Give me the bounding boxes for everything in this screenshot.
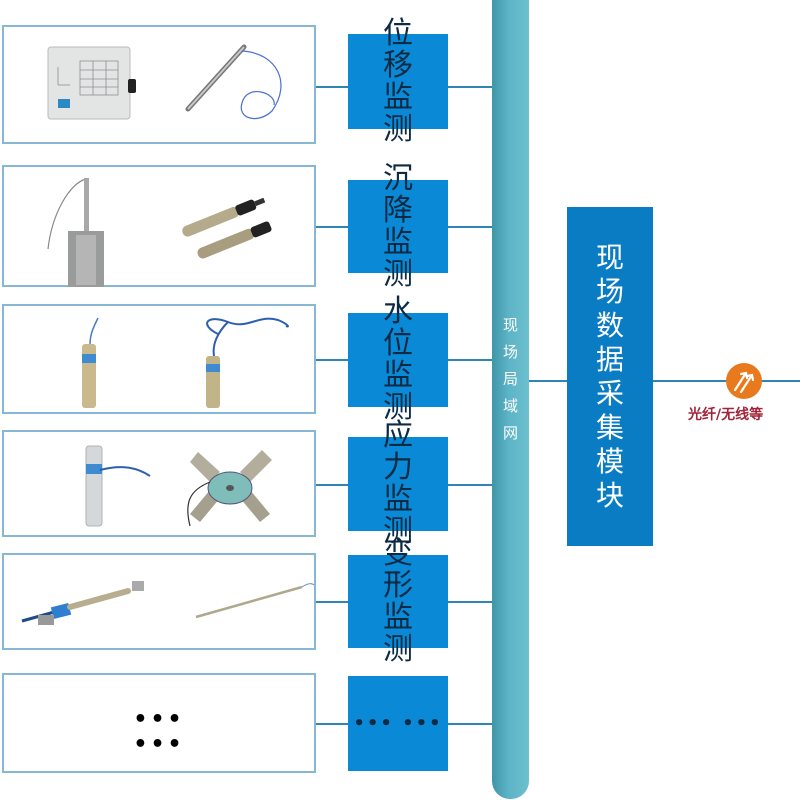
label-deformation-monitoring: 变形监测 [348, 537, 448, 665]
label-stress-monitoring: 应力监测 [348, 420, 448, 548]
settlement-gauge-icon [47, 178, 104, 287]
label-text: 水位监测 [383, 294, 421, 425]
displacement-sensor-icon [185, 44, 282, 120]
connector-line [448, 601, 492, 603]
settlement-sensor-pair-icon [182, 197, 272, 259]
label-text: 沉降监测 [383, 160, 421, 292]
water-level-probe-coiled-icon [206, 317, 289, 408]
water-level-probe-icon [82, 317, 99, 408]
uplink-label: 光纤/无线等 [688, 407, 764, 423]
device-panel-deformation [2, 553, 316, 650]
readout-box-icon [47, 46, 136, 120]
connector-line-bus-daq [529, 380, 567, 382]
more-devices-ellipsis: ••• ••• [133, 707, 185, 757]
site-lan-label: 现场局域网 [492, 312, 529, 447]
connector-line [448, 723, 492, 725]
strain-gauge-mount-icon [21, 581, 144, 625]
label-water-level-monitoring: 水位监测 [348, 296, 448, 424]
site-lan-text: 现场局域网 [503, 316, 519, 442]
connector-line [316, 86, 348, 88]
connector-line [448, 86, 492, 88]
connector-line [316, 484, 348, 486]
connector-line [448, 226, 492, 228]
daq-label: 现场数据采集模块 [595, 241, 624, 512]
label-displacement-monitoring: 位移监测 [348, 17, 448, 145]
label-settlement-monitoring: 沉降监测 [348, 162, 448, 290]
label-text: 位移监测 [383, 15, 421, 147]
device-panel-more: ••• ••• [2, 673, 316, 773]
strain-gauge-rod-icon [195, 583, 315, 619]
stress-sensor-icon [85, 445, 151, 527]
device-panel-displacement [2, 25, 316, 144]
connector-line [316, 359, 348, 361]
connector-line [448, 359, 492, 361]
more-label-ellipsis: ••• ••• [353, 713, 443, 734]
label-more-monitoring: ••• ••• [348, 676, 448, 771]
site-lan-bus [492, 0, 529, 799]
double-arrow-up-icon [726, 363, 762, 399]
connector-line [448, 484, 492, 486]
connector-line [316, 723, 348, 725]
label-text: 变形监测 [383, 535, 421, 667]
connector-line [316, 601, 348, 603]
device-panel-stress [2, 430, 316, 537]
device-panel-water-level [2, 304, 316, 414]
device-panel-settlement [2, 165, 316, 287]
label-text: 应力监测 [383, 418, 421, 549]
connector-line [316, 226, 348, 228]
site-data-acquisition-module: 现场数据采集模块 [567, 207, 653, 546]
earth-pressure-cell-icon [187, 450, 272, 527]
